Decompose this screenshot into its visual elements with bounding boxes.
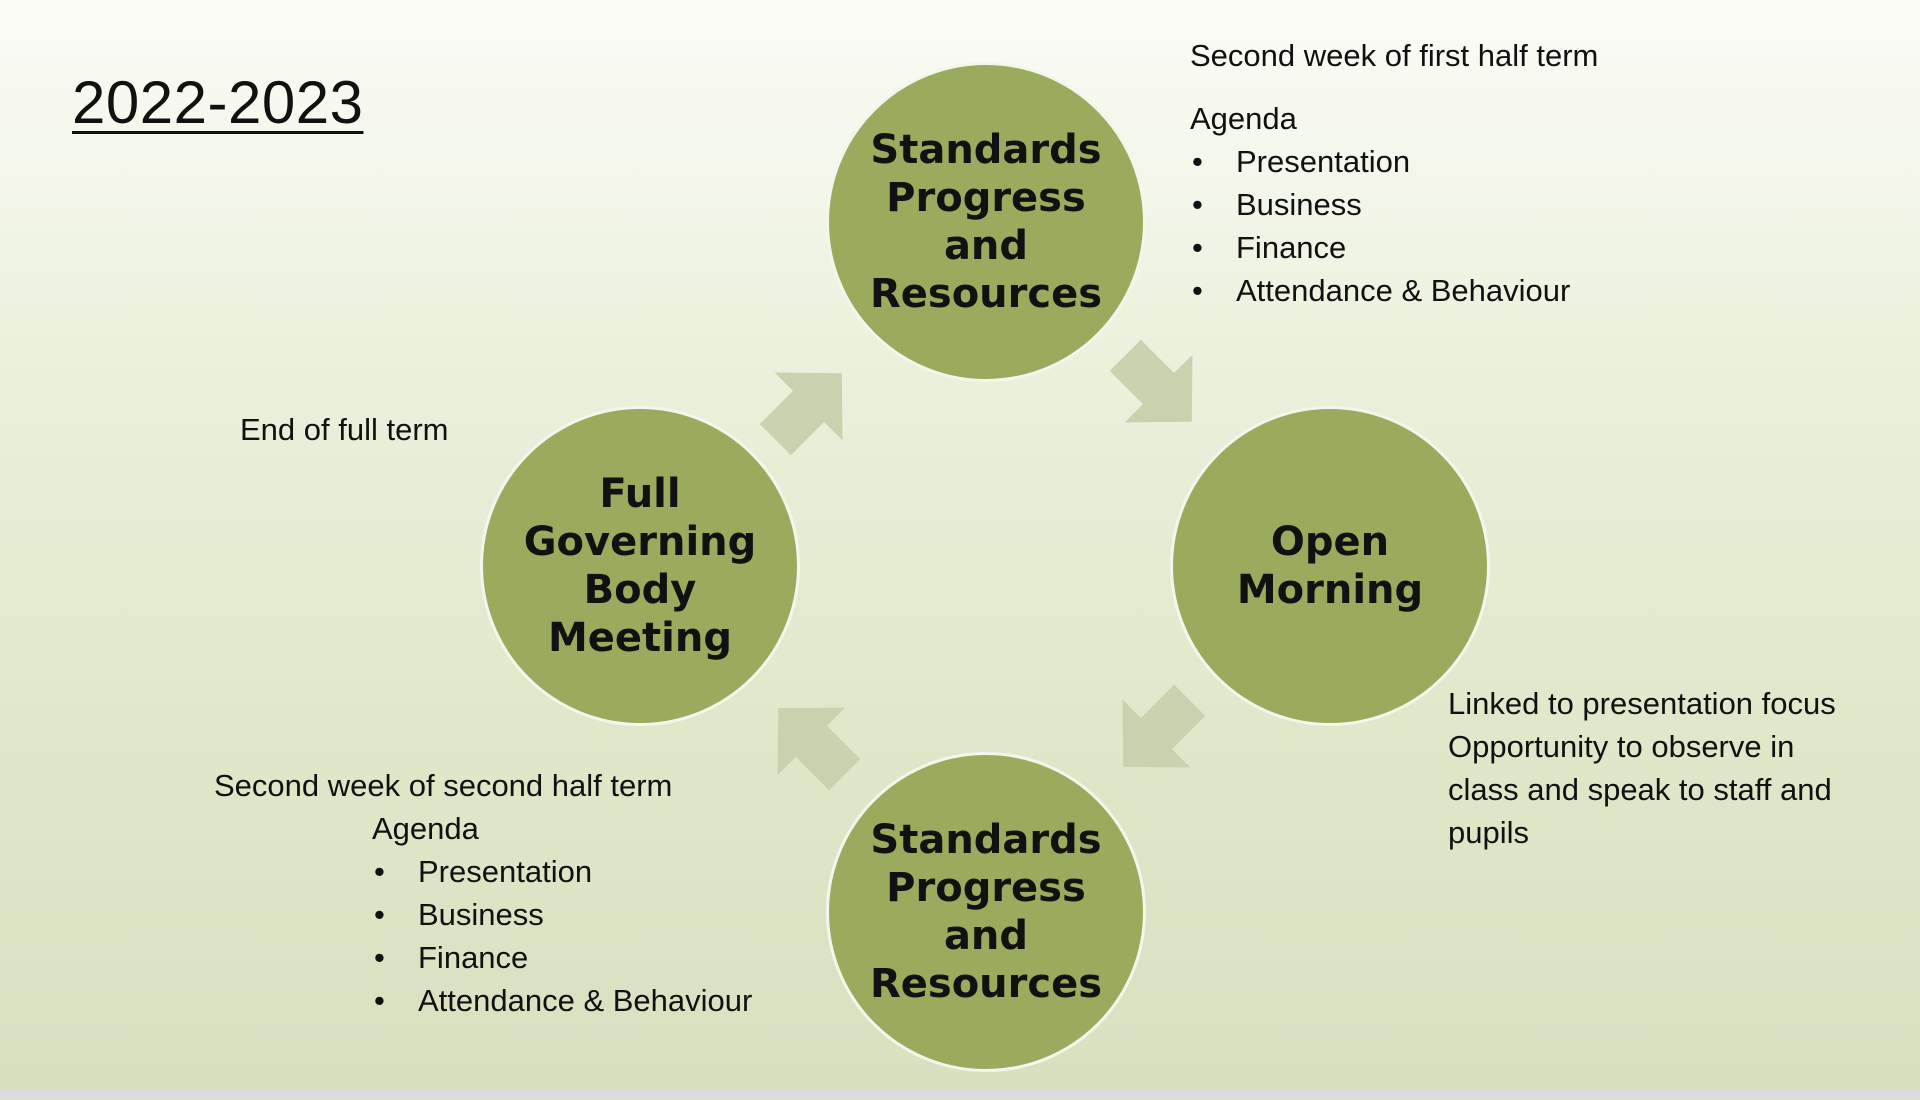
cycle-node-label: Open Morning (1236, 519, 1424, 613)
list-item: Attendance & Behaviour (372, 979, 752, 1022)
note-bottom: Second week of second half term Agenda P… (214, 764, 752, 1022)
note-line: pupils (1448, 815, 1529, 850)
note-timing: Second week of second half term (214, 768, 673, 803)
note-line: Linked to presentation focus (1448, 686, 1836, 721)
note-heading: Agenda (1190, 101, 1297, 136)
cycle-node-standards-progress-bottom[interactable]: Standards Progress and Resources (826, 752, 1146, 1072)
note-top: Second week of first half term Agenda Pr… (1190, 34, 1598, 312)
note-timing: End of full term (240, 412, 449, 447)
note-timing: Second week of first half term (1190, 38, 1599, 73)
note-right: Linked to presentation focus Opportunity… (1448, 682, 1836, 854)
cycle-node-label: Full Governing Body Meeting (523, 471, 757, 661)
note-line: Opportunity to observe in (1448, 729, 1795, 764)
cycle-node-label: Standards Progress and Resources (869, 127, 1103, 317)
list-item: Business (372, 893, 752, 936)
cycle-node-open-morning[interactable]: Open Morning (1170, 406, 1490, 726)
list-item: Finance (372, 936, 752, 979)
cycle-node-full-governing-body[interactable]: Full Governing Body Meeting (480, 406, 800, 726)
list-item: Presentation (372, 850, 752, 893)
list-item: Attendance & Behaviour (1190, 269, 1598, 312)
agenda-list: Presentation Business Finance Attendance… (372, 850, 752, 1022)
agenda-list: Presentation Business Finance Attendance… (1190, 140, 1598, 312)
cycle-node-label: Standards Progress and Resources (869, 817, 1103, 1007)
slide-title: 2022-2023 (72, 69, 364, 136)
list-item: Presentation (1190, 140, 1598, 183)
note-left: End of full term (240, 408, 448, 451)
bottom-strip (0, 1090, 1920, 1100)
note-heading: Agenda (372, 811, 479, 846)
list-item: Finance (1190, 226, 1598, 269)
cycle-node-standards-progress-top[interactable]: Standards Progress and Resources (826, 62, 1146, 382)
note-line: class and speak to staff and (1448, 772, 1832, 807)
list-item: Business (1190, 183, 1598, 226)
